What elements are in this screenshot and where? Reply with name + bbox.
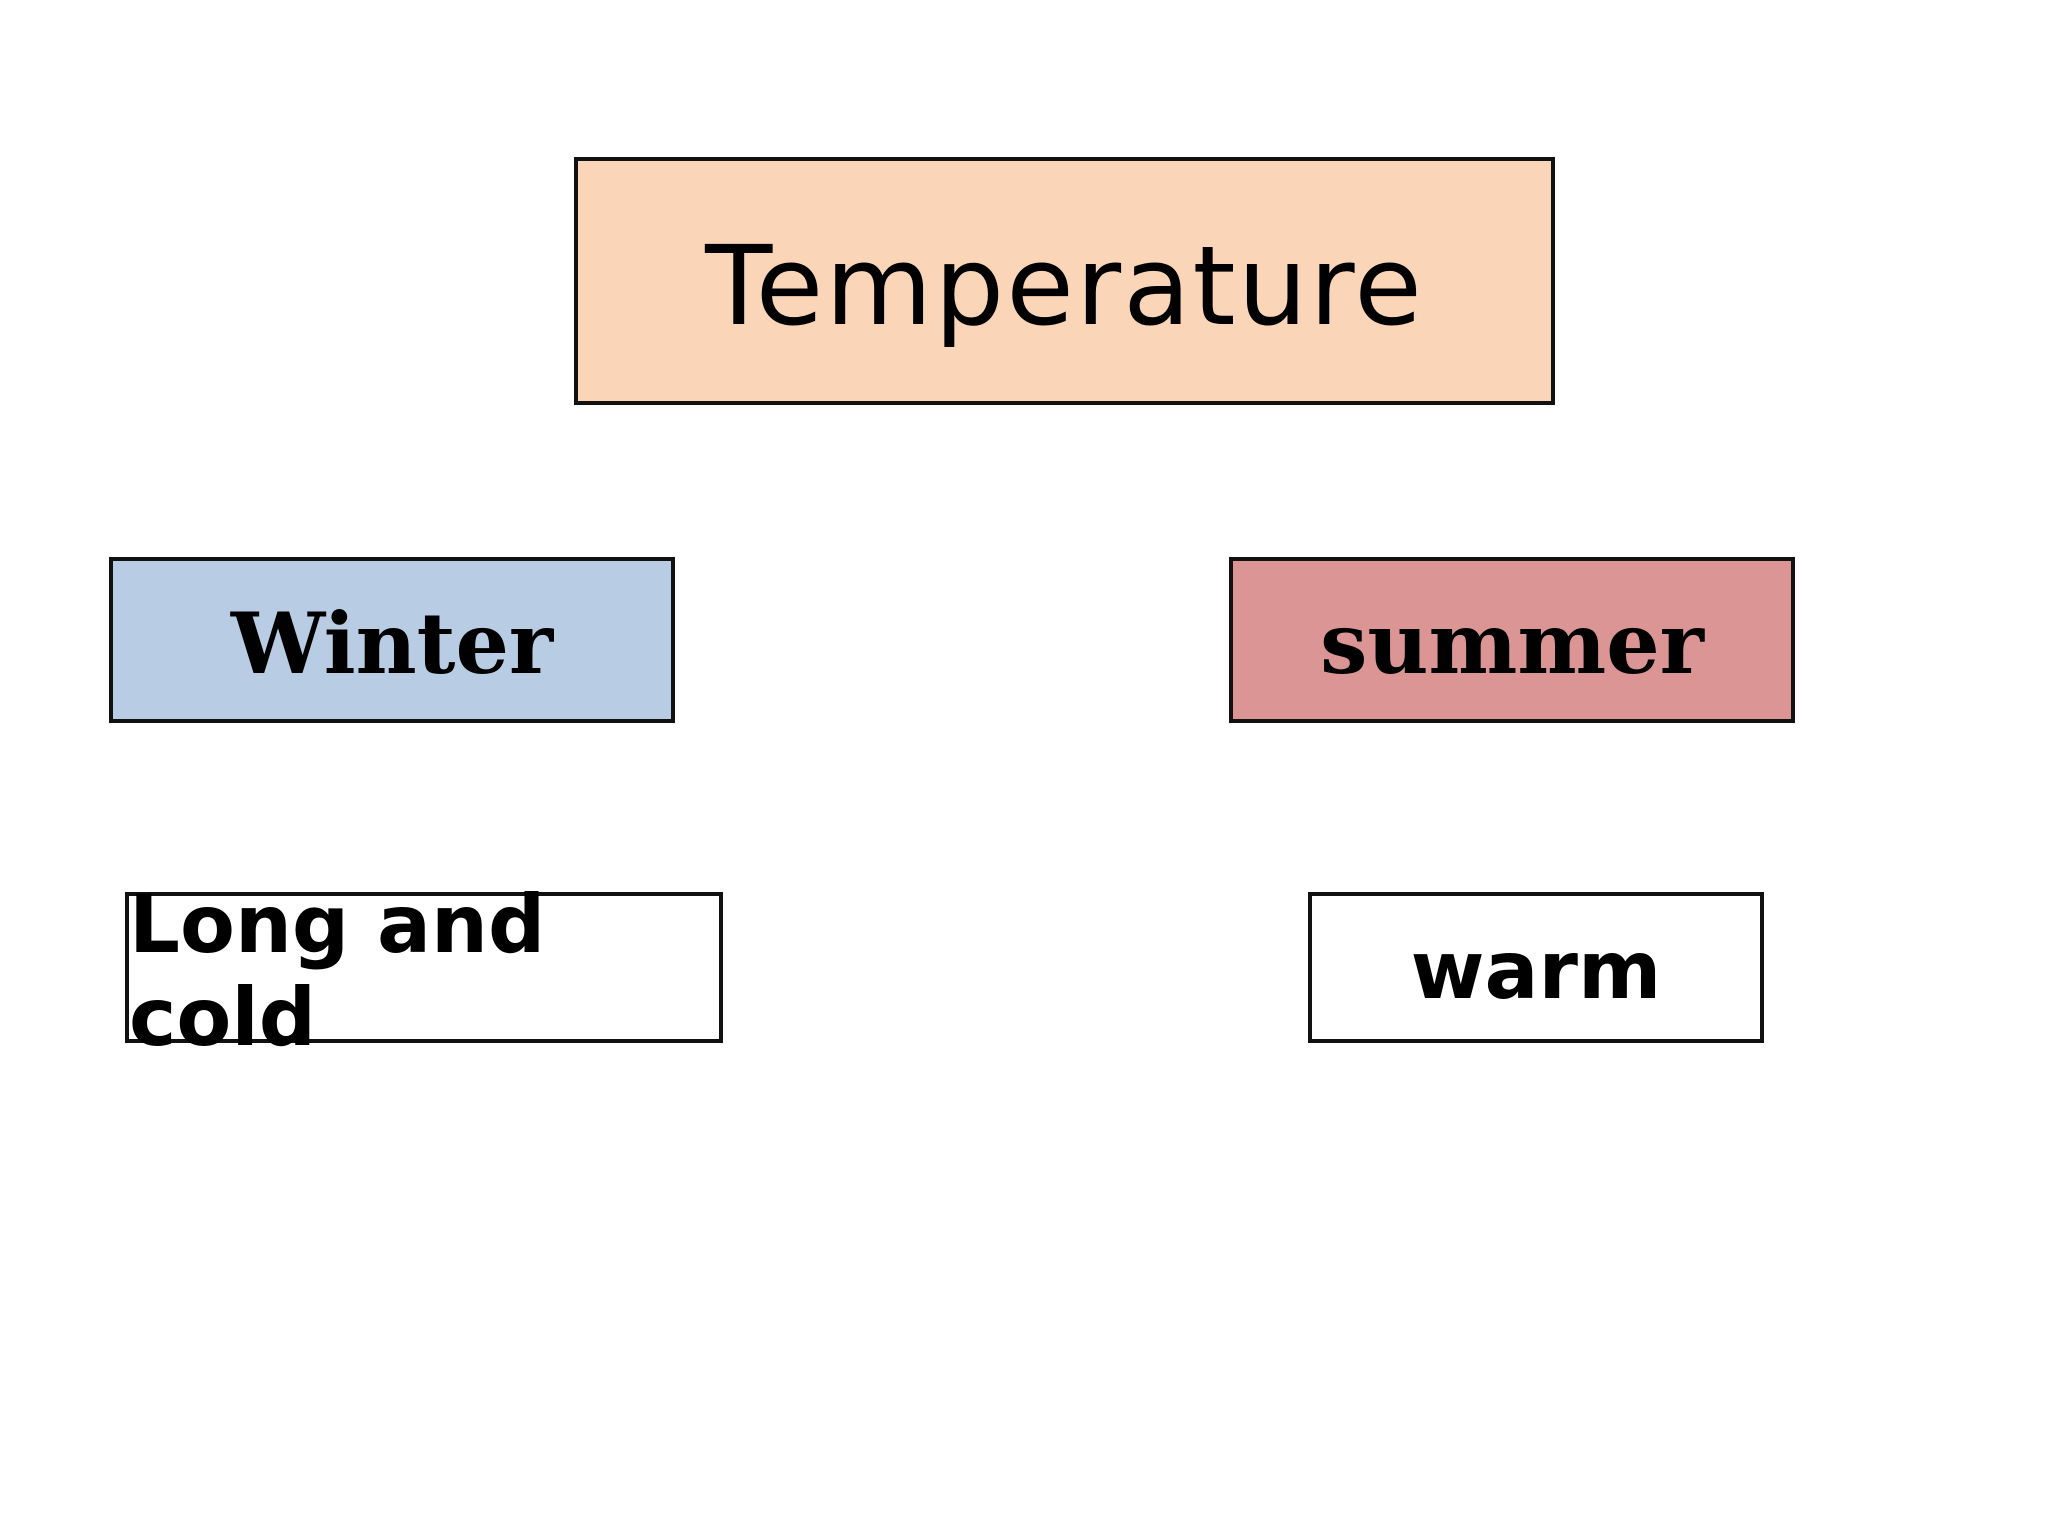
summer-description-box: warm	[1308, 892, 1764, 1043]
title-label: Temperature	[705, 222, 1424, 350]
title-box: Temperature	[574, 157, 1555, 405]
winter-description: Long and cold	[129, 877, 546, 1064]
winter-description-box: Long and cold	[125, 878, 723, 1064]
summer-label: summer	[1320, 593, 1704, 693]
winter-label: Winter	[230, 593, 554, 693]
summer-description: warm	[1410, 924, 1662, 1017]
winter-box: Winter	[109, 557, 675, 723]
summer-box: summer	[1229, 557, 1795, 723]
